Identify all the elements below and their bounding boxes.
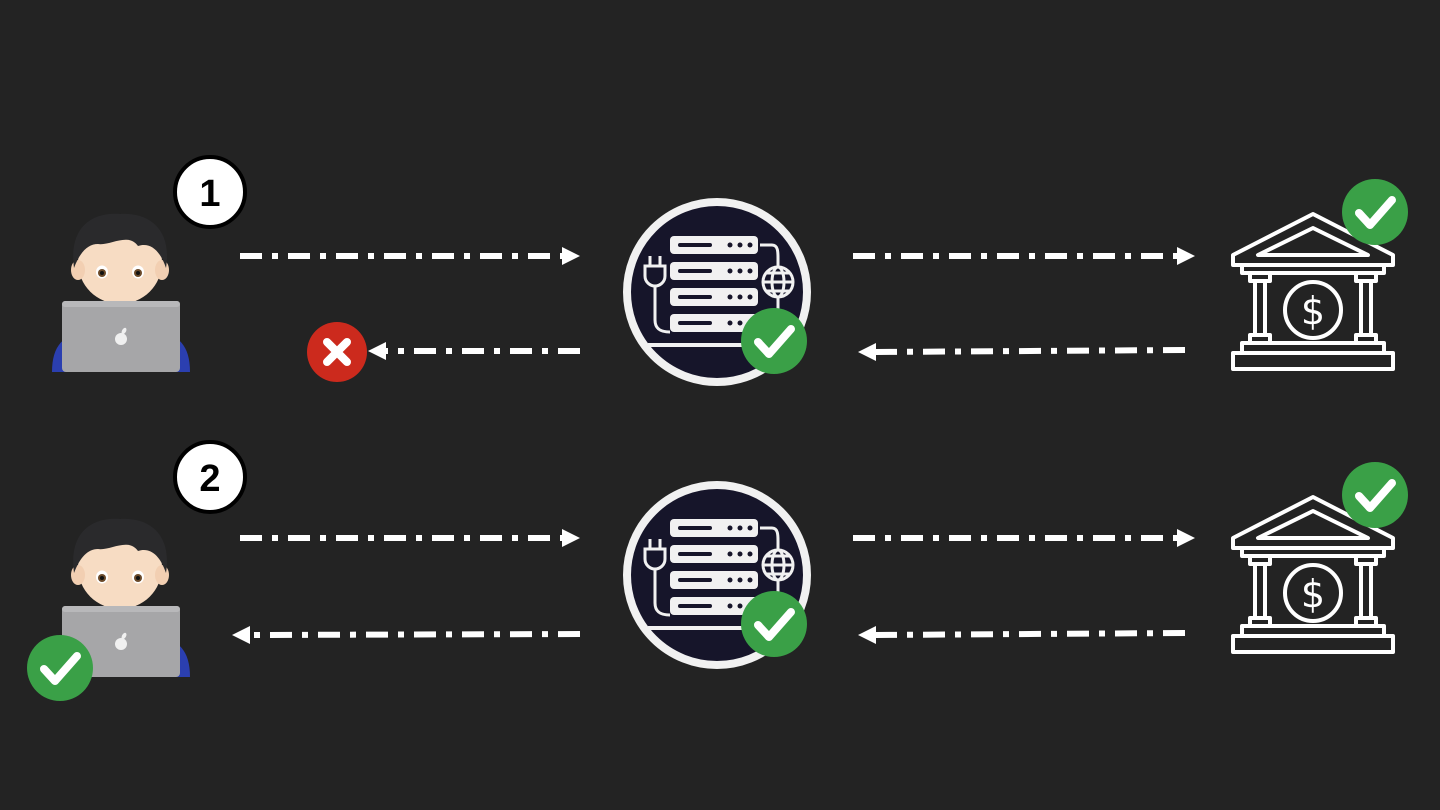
step-1-label: 1	[199, 173, 220, 215]
bank-1-response-arrow	[858, 343, 1186, 361]
server-2-forward-arrow	[853, 529, 1195, 547]
server-1-check-icon	[741, 308, 807, 374]
scenario-1: 1	[52, 155, 1408, 382]
step-2-label: 2	[199, 458, 220, 500]
step-1-marker: 1	[173, 155, 247, 229]
server-1-response-arrow	[368, 342, 580, 360]
step-2-marker: 2	[173, 440, 247, 514]
server-1-forward-arrow	[853, 247, 1195, 265]
scenario-2: 2	[27, 440, 1408, 701]
bank-2-response-arrow	[858, 626, 1186, 644]
client-1-request-arrow	[240, 247, 580, 265]
bank-2-check-icon	[1342, 462, 1408, 528]
bank-1-check-icon	[1342, 179, 1408, 245]
client-2-request-arrow	[240, 529, 580, 547]
server-2-response-arrow	[232, 626, 581, 644]
client-1-person-laptop-icon	[52, 213, 190, 372]
client-2-check-icon	[27, 635, 93, 701]
client-1-failure-cross-icon	[307, 322, 367, 382]
server-2-check-icon	[741, 591, 807, 657]
